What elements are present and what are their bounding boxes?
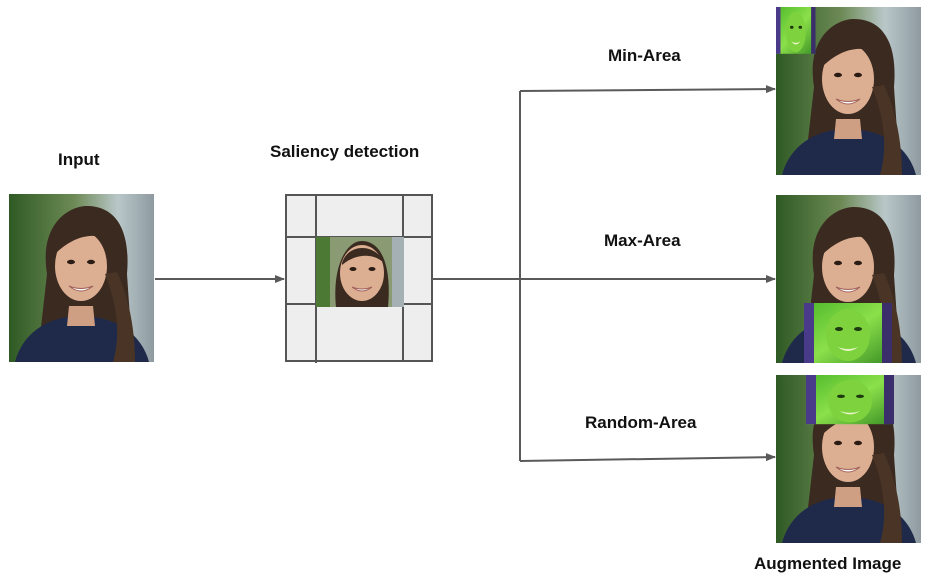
arrow-to-random-area <box>519 453 776 462</box>
input-image <box>8 193 155 363</box>
output-random-area-image <box>775 374 922 544</box>
min-area-label: Min-Area <box>608 46 681 65</box>
random-area-label: Random-Area <box>585 413 697 432</box>
face-crop <box>315 236 405 308</box>
output-min-area-image <box>775 6 922 176</box>
saliency-label: Saliency detection <box>270 142 420 161</box>
augmented-image-label: Augmented Image <box>754 554 902 573</box>
max-area-label: Max-Area <box>604 231 681 250</box>
input-label: Input <box>58 150 100 169</box>
output-max-area-image <box>775 194 922 364</box>
branch-arrows <box>432 85 776 462</box>
arrow-to-min-area <box>519 85 776 94</box>
